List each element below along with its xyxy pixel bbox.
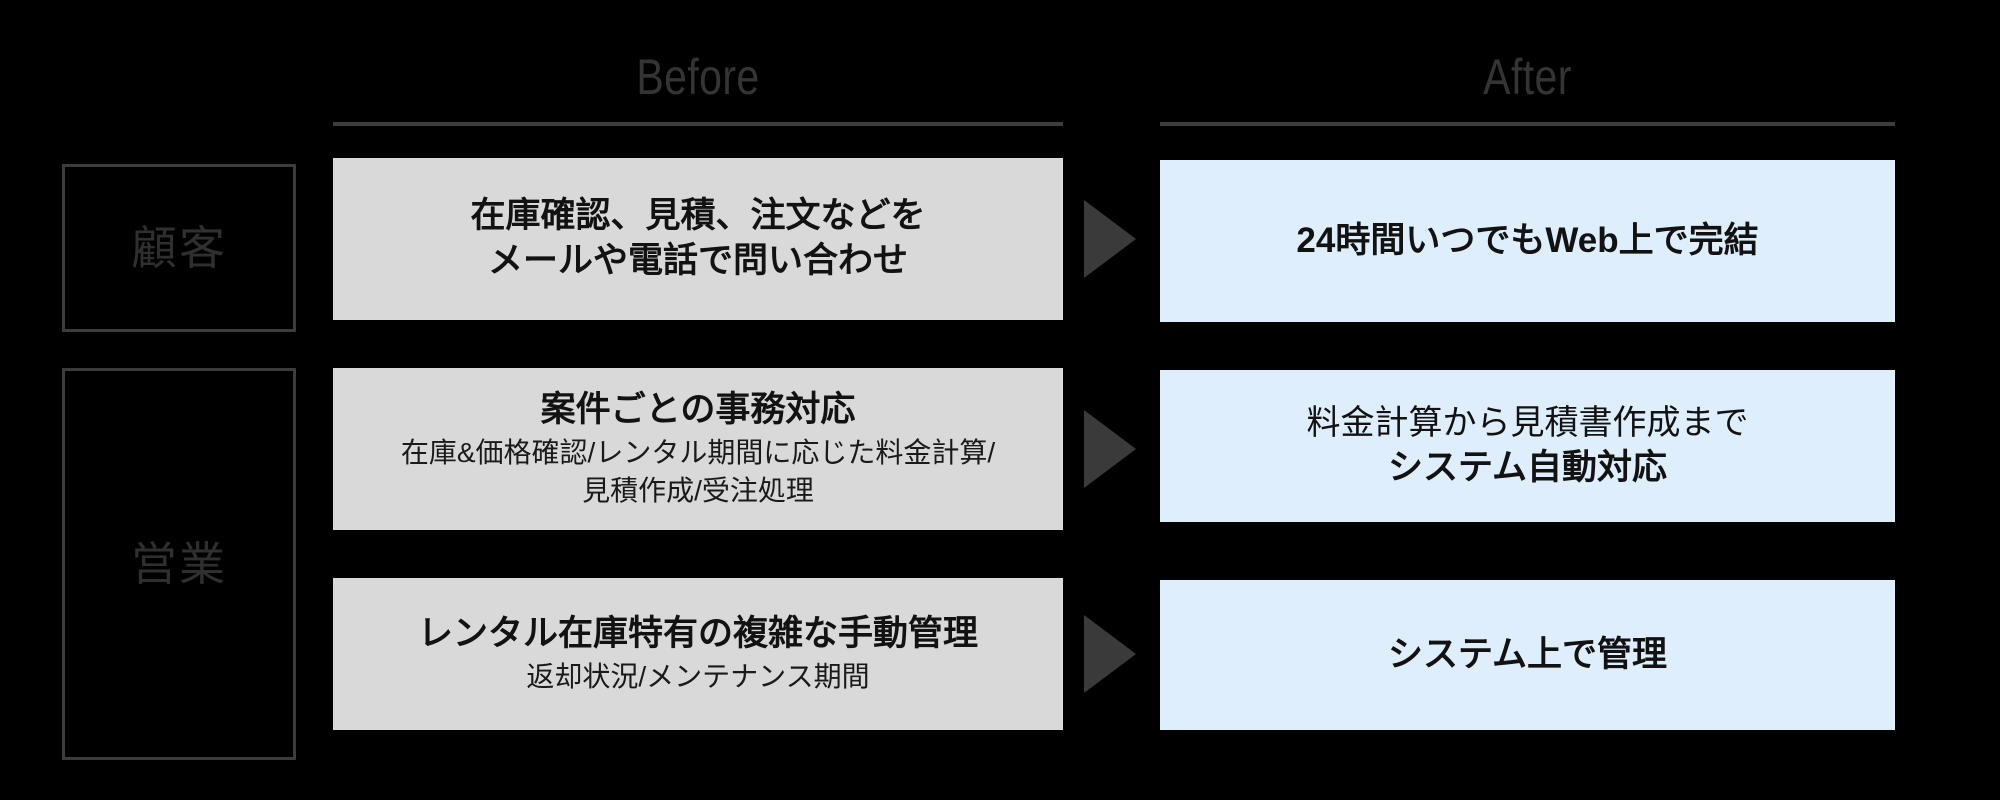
role-label-sales: 営業 [131,538,227,590]
before-title-line1-row1: 在庫確認、見積、注文などを [470,196,926,236]
before-subtitle-line1-row2: 在庫&価格確認/レンタル期間に応じた料金計算/ [400,437,996,468]
before-subtitle-line2-row2: 見積作成/受注処理 [582,475,814,507]
role-box-customer: 顧客 [62,164,296,332]
column-header-before: Before [636,49,760,105]
before-card-row2: 案件ごとの事務対応 在庫&価格確認/レンタル期間に応じた料金計算/ 見積作成/受… [333,368,1063,530]
after-column-divider [1160,122,1895,126]
before-card-row1: 在庫確認、見積、注文などを メールや電話で問い合わせ [333,158,1063,320]
after-card-row1: 24時間いつでもWeb上で完結 [1160,160,1895,322]
before-title-line2-row1: メールや電話で問い合わせ [487,241,908,280]
before-column-divider [333,122,1063,126]
right-triangle-arrow-icon [1084,410,1136,488]
before-title-line1-row2: 案件ごとの事務対応 [540,390,856,430]
after-title-row1: 24時間いつでもWeb上で完結 [1296,221,1759,261]
before-subtitle-line1-row3: 返却状況/メンテナンス期間 [526,661,870,693]
after-card-row2: 料金計算から見積書作成まで システム自動対応 [1160,370,1895,522]
column-header-after: After [1483,49,1572,105]
before-title-line1-row3: レンタル在庫特有の複雑な手動管理 [417,614,978,654]
right-triangle-arrow-icon [1084,615,1136,693]
before-card-row3: レンタル在庫特有の複雑な手動管理 返却状況/メンテナンス期間 [333,578,1063,730]
role-label-customer: 顧客 [131,222,227,274]
after-card-row3: システム上で管理 [1160,580,1895,730]
after-lead-row2: 料金計算から見積書作成まで [1306,404,1749,443]
right-triangle-arrow-icon [1084,200,1136,278]
role-box-sales: 営業 [62,368,296,760]
after-title-row2: システム自動対応 [1388,448,1667,488]
after-title-row3: システム上で管理 [1388,635,1667,675]
